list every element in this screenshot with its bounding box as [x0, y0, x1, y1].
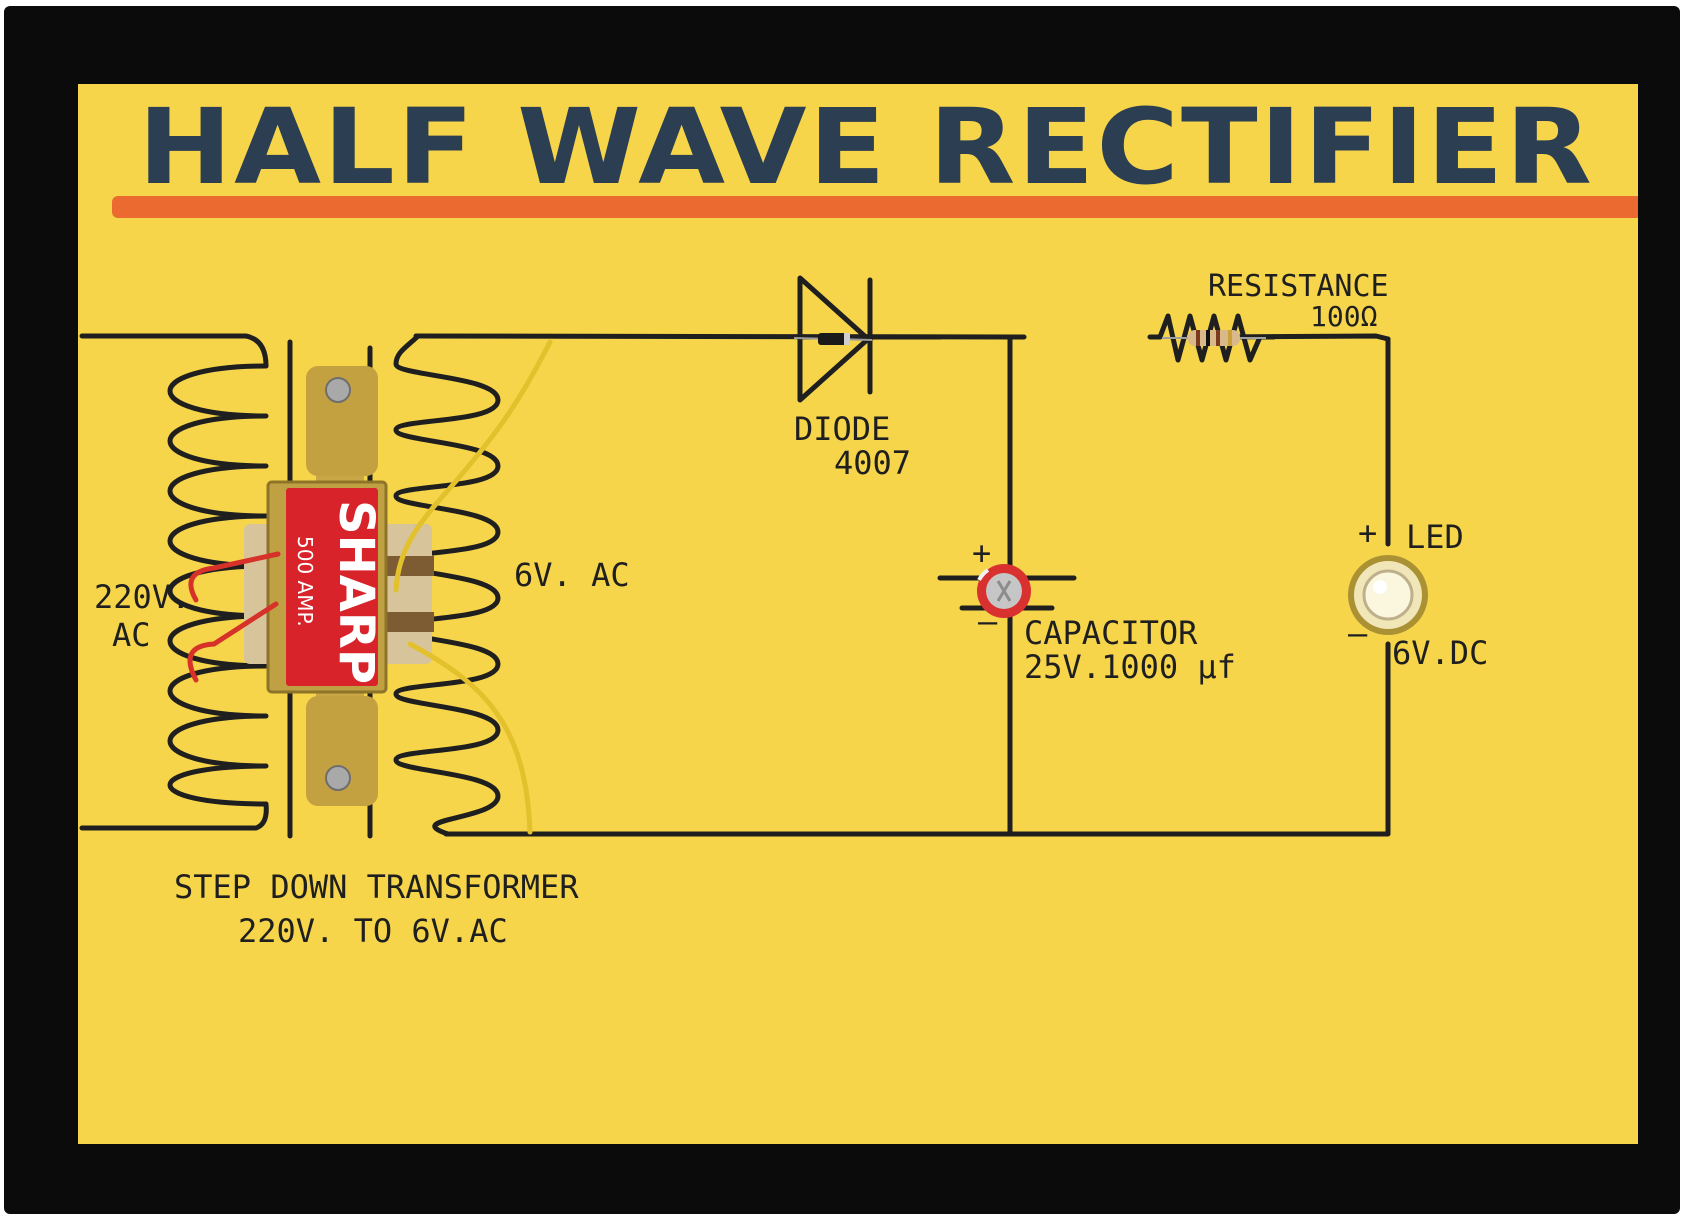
diode-label-1: DIODE	[794, 410, 891, 448]
capacitor-plus-sign: +	[972, 534, 992, 572]
transformer-label-1: STEP DOWN TRANSFORMER	[174, 868, 579, 906]
secondary-voltage-label: 6V. AC	[514, 556, 630, 594]
black-frame: HALF WAVE RECTIFIER	[4, 6, 1680, 1214]
transformer-component: SHARP 500 AMP.	[244, 366, 434, 806]
resistance-label-2: 100Ω	[1310, 300, 1378, 333]
primary-bottom-wire	[79, 801, 269, 831]
input-voltage-label-1: 220V.	[94, 578, 191, 616]
board-title: HALF WAVE RECTIFIER	[138, 86, 1595, 208]
transformer-label-2: 220V. TO 6V.AC	[238, 912, 508, 950]
capacitor-minus-sign: –	[978, 602, 998, 640]
bottom-wire	[443, 806, 1391, 837]
transformer-rating: 500 AMP.	[293, 536, 317, 627]
capacitor-component	[977, 564, 1031, 618]
capacitor-label-1: CAPACITOR	[1024, 614, 1198, 652]
diode-component	[793, 333, 873, 345]
yellow-board: HALF WAVE RECTIFIER	[78, 84, 1638, 1144]
input-voltage-label-2: AC	[112, 616, 151, 654]
secondary-coil	[393, 333, 501, 837]
primary-red-wires	[187, 551, 281, 683]
output-voltage-label: 6V.DC	[1392, 634, 1489, 672]
led-plus-sign: +	[1358, 514, 1378, 552]
transformer-brand: SHARP	[328, 500, 384, 684]
capacitor-label-2: 25V.1000 μf	[1024, 648, 1236, 686]
primary-top-wire	[79, 333, 269, 369]
resistance-label-1: RESISTANCE	[1208, 269, 1389, 304]
primary-coil	[167, 363, 269, 807]
resistor-component	[1162, 330, 1266, 346]
led-component	[1348, 555, 1428, 635]
led-label: LED	[1406, 518, 1464, 556]
circuit-drawing: SHARP 500 AMP.	[79, 275, 1428, 839]
led-minus-sign: –	[1348, 614, 1368, 652]
secondary-yellow-wires	[393, 339, 553, 835]
title-underline	[112, 196, 1638, 218]
diode-label-2: 4007	[834, 444, 912, 482]
